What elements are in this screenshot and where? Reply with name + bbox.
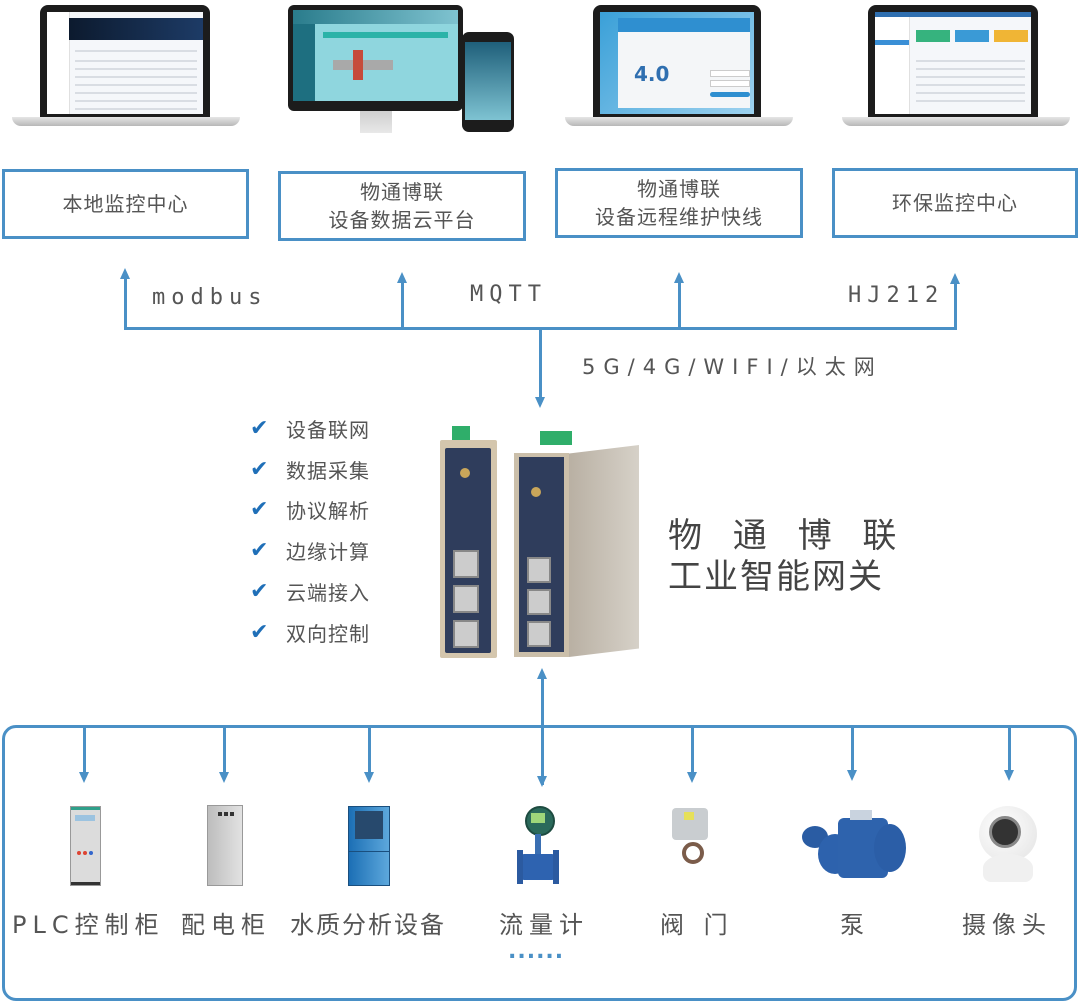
protocol-mqtt: MQTT (470, 282, 547, 307)
field-device-label-camera: 摄像头 (962, 911, 1052, 939)
gateway-device-wide (514, 431, 639, 657)
drop-line-plc (83, 727, 86, 773)
laptop-local-monitoring (12, 5, 240, 130)
water-analyzer-icon (348, 806, 390, 886)
uplink-line-1 (124, 278, 127, 329)
laptop-remote-maintenance: 4.0 (565, 5, 793, 130)
power-cabinet-icon (207, 805, 243, 886)
field-device-label-water-analyzer: 水质分析设备 (290, 911, 446, 939)
platform-box-cloud-platform: 物通博联 设备数据云平台 (278, 171, 526, 241)
drop-arrow-plc (79, 772, 89, 783)
drop-arrow-pump (847, 770, 857, 781)
field-devices-box (2, 725, 1077, 1001)
gateway-uplink-arrow (535, 397, 545, 408)
gateway-title-line2: 工业智能网关 (668, 557, 884, 597)
flowmeter-icon (515, 806, 565, 886)
check-icon: ✔ (250, 538, 270, 563)
platform-box-local-monitoring: 本地监控中心 (2, 169, 249, 239)
field-device-label-flowmeter: 流量计 (499, 911, 589, 939)
plc-cabinet-icon (70, 806, 101, 886)
platform-box-remote-maintenance: 物通博联 设备远程维护快线 (555, 168, 803, 238)
gateway-downlink-arrow-up (537, 668, 547, 679)
feature-item: ✔设备联网 (250, 416, 370, 442)
feature-item: ✔双向控制 (250, 620, 370, 646)
feature-item: ✔协议解析 (250, 497, 370, 523)
drop-line-pump (851, 727, 854, 771)
drop-arrow-water (364, 772, 374, 783)
drop-line-water (368, 727, 371, 773)
feature-item: ✔云端接入 (250, 579, 370, 605)
feature-item: ✔边缘计算 (250, 538, 370, 564)
check-icon: ✔ (250, 457, 270, 482)
uplink-line-4 (954, 283, 957, 329)
drop-arrow-power (219, 772, 229, 783)
laptop-environmental-monitoring (842, 5, 1070, 130)
platform-label-line2: 设备数据云平台 (328, 208, 476, 232)
drop-line-valve (691, 727, 694, 773)
network-types: 5G/4G/WIFI/以太网 (582, 355, 883, 379)
camera-icon (975, 806, 1041, 884)
check-icon: ✔ (250, 497, 270, 522)
platform-label: 本地监控中心 (62, 192, 189, 216)
gateway-title-line1: 物 通 博 联 (668, 516, 907, 556)
more-devices-indicator: ...... (508, 939, 565, 964)
feature-item: ✔数据采集 (250, 457, 370, 483)
gateway-downlink-line (541, 675, 544, 785)
field-device-label-valve: 阀 门 (660, 911, 734, 939)
uplink-line-3 (678, 282, 681, 329)
drop-line-power (223, 727, 226, 773)
uplink-arrow-2 (397, 272, 407, 283)
gateway-uplink-line (539, 329, 542, 399)
platform-label: 环保监控中心 (892, 191, 1018, 215)
check-icon: ✔ (250, 579, 270, 604)
platform-box-environmental-monitoring: 环保监控中心 (832, 168, 1078, 238)
gateway-device-slim (440, 426, 497, 658)
field-device-label-power-cabinet: 配电柜 (181, 911, 271, 939)
uplink-line-2 (401, 282, 404, 329)
field-device-label-pump: 泵 (840, 911, 870, 939)
platform-label-line1: 物通博联 (360, 180, 444, 204)
protocol-hj212: HJ212 (848, 283, 945, 308)
check-icon: ✔ (250, 620, 270, 645)
platform-label-line1: 物通博联 (637, 177, 721, 201)
drop-arrow-camera (1004, 770, 1014, 781)
valve-icon (668, 806, 714, 878)
uplink-arrow-4 (950, 273, 960, 284)
uplink-arrow-3 (674, 272, 684, 283)
pump-icon (802, 808, 906, 884)
platform-label-line2: 设备远程维护快线 (595, 205, 763, 229)
gateway-downlink-arrow-down (537, 776, 547, 787)
uplink-arrow-1 (120, 268, 130, 279)
phone-cloud-platform (462, 32, 514, 132)
drop-line-camera (1008, 727, 1011, 771)
field-device-label-plc: PLC控制柜 (12, 911, 165, 939)
monitor-cloud-platform (288, 5, 463, 135)
check-icon: ✔ (250, 416, 270, 441)
drop-arrow-valve (687, 772, 697, 783)
protocol-modbus: modbus (152, 285, 268, 310)
upper-bus-line (124, 327, 957, 330)
